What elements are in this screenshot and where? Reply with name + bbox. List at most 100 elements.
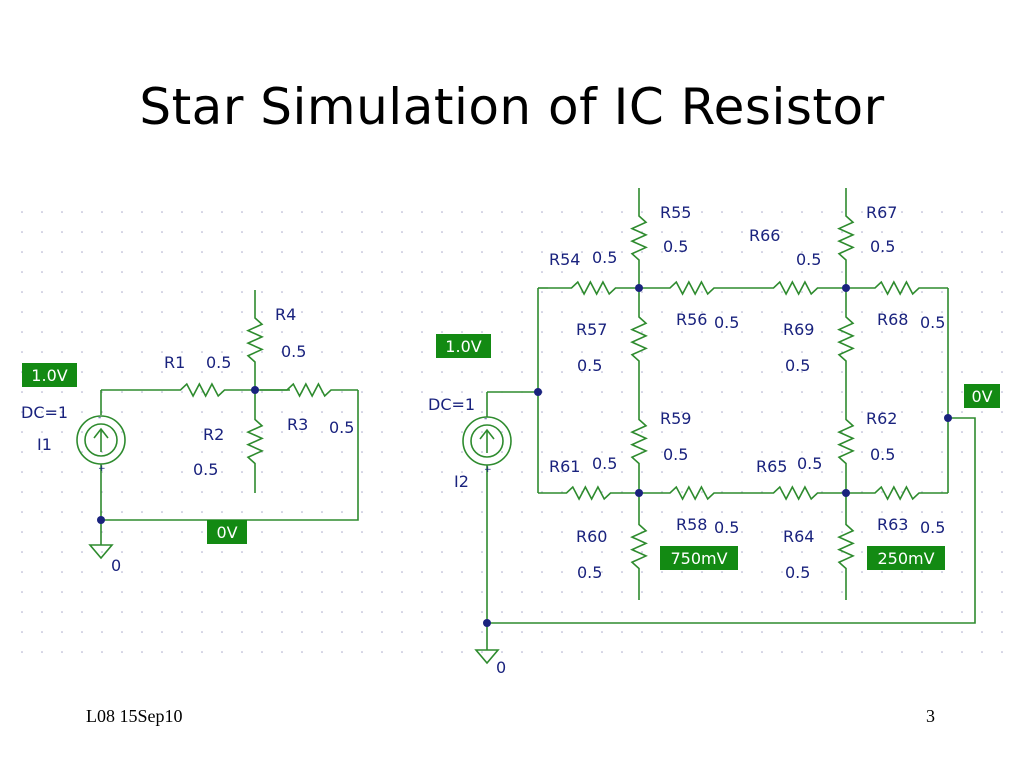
resistor-r60 <box>630 493 648 600</box>
resistor-r62-name: R62 <box>866 409 897 428</box>
resistor-r65-name: R65 <box>756 457 787 476</box>
junction-dot <box>635 284 643 292</box>
source-i1-name: I1 <box>37 435 52 454</box>
svg-text:250mV: 250mV <box>877 549 934 568</box>
resistor-r58-name: R58 <box>676 515 707 534</box>
junction-dot <box>97 516 105 524</box>
resistor-r3 <box>260 382 358 398</box>
resistor-r4-name: R4 <box>275 305 296 324</box>
wires <box>100 287 976 650</box>
ground-symbol-large <box>474 649 500 665</box>
resistor-r56 <box>639 280 745 296</box>
resistor-r59-name: R59 <box>660 409 691 428</box>
resistor-r68 <box>846 280 948 296</box>
resistor-r66-name: R66 <box>749 226 780 245</box>
resistor-r60-value: 0.5 <box>577 563 602 582</box>
resistor-r66 <box>745 280 846 296</box>
probe-large-source: 1.0V <box>436 334 491 358</box>
resistor-r62-value: 0.5 <box>870 445 895 464</box>
resistor-r55-name: R55 <box>660 203 691 222</box>
resistor-r66-value: 0.5 <box>796 250 821 269</box>
ground-label-large: 0 <box>496 658 506 677</box>
resistor-r1-value: 0.5 <box>206 353 231 372</box>
resistor-r68-name: R68 <box>877 310 908 329</box>
svg-text:1.0V: 1.0V <box>31 366 67 385</box>
source-i2-name: I2 <box>454 472 469 491</box>
current-sources: -+-+ <box>76 413 512 665</box>
resistor-r69-value: 0.5 <box>785 356 810 375</box>
svg-text:0V: 0V <box>216 523 237 542</box>
slide-title: Star Simulation of IC Resistor <box>139 78 885 136</box>
probe-large-250mv: 250mV <box>867 546 945 570</box>
resistor-r56-name: R56 <box>676 310 707 329</box>
resistor-r62 <box>837 390 855 493</box>
resistor-r2-value: 0.5 <box>193 460 218 479</box>
junction-dot <box>534 388 542 396</box>
resistor-r63-value: 0.5 <box>920 518 945 537</box>
schematic-grid <box>21 211 1003 653</box>
resistor-r60-name: R60 <box>576 527 607 546</box>
resistor-r68-value: 0.5 <box>920 313 945 332</box>
junction-dot <box>842 489 850 497</box>
svg-text:1.0V: 1.0V <box>445 337 481 356</box>
resistor-r64-name: R64 <box>783 527 814 546</box>
footer-date: L08 15Sep10 <box>86 706 183 726</box>
resistor-r61-value: 0.5 <box>592 454 617 473</box>
resistor-r57-value: 0.5 <box>577 356 602 375</box>
probe-small-bottom: 0V <box>207 520 247 544</box>
page-number: 3 <box>926 706 935 726</box>
resistor-r59 <box>630 390 648 493</box>
probe-large-right: 0V <box>964 384 1000 408</box>
svg-text:+: + <box>484 465 492 475</box>
svg-text:+: + <box>98 464 106 474</box>
resistor-r63 <box>846 485 948 501</box>
resistor-r57-name: R57 <box>576 320 607 339</box>
resistor-r2-name: R2 <box>203 425 224 444</box>
source-i1-param: DC=1 <box>21 403 68 422</box>
resistor-r61-name: R61 <box>549 457 580 476</box>
resistors <box>150 188 948 600</box>
svg-text:-: - <box>484 414 487 424</box>
junction-dot <box>635 489 643 497</box>
resistor-r57 <box>630 288 648 390</box>
current-source-i2: -+ <box>462 414 512 475</box>
resistor-r55-value: 0.5 <box>663 237 688 256</box>
resistor-r63-name: R63 <box>877 515 908 534</box>
resistor-r56-value: 0.5 <box>714 313 739 332</box>
resistor-r54-value: 0.5 <box>592 248 617 267</box>
resistor-r64-value: 0.5 <box>785 563 810 582</box>
resistor-r67-value: 0.5 <box>870 237 895 256</box>
junction-dots <box>97 284 952 627</box>
resistor-r3-name: R3 <box>287 415 308 434</box>
ground-label-small: 0 <box>111 556 121 575</box>
resistor-r69-name: R69 <box>783 320 814 339</box>
resistor-r55 <box>630 188 648 288</box>
wire-r3-return <box>101 390 359 521</box>
resistor-r67 <box>837 188 855 288</box>
resistor-r61 <box>538 485 639 501</box>
resistor-r4-value: 0.5 <box>281 342 306 361</box>
svg-text:0V: 0V <box>971 387 992 406</box>
resistor-r58 <box>639 485 745 501</box>
svg-text:-: - <box>98 413 101 423</box>
svg-text:750mV: 750mV <box>670 549 727 568</box>
resistor-r59-value: 0.5 <box>663 445 688 464</box>
junction-dot <box>251 386 259 394</box>
resistor-r69 <box>837 288 855 390</box>
junction-dot <box>842 284 850 292</box>
junction-dot <box>483 619 491 627</box>
resistor-r4 <box>246 290 264 390</box>
resistor-r58-value: 0.5 <box>714 518 739 537</box>
resistor-r2 <box>246 390 264 493</box>
resistor-r67-name: R67 <box>866 203 897 222</box>
resistor-r54 <box>548 280 639 296</box>
resistor-r54-name: R54 <box>549 250 580 269</box>
resistor-r1-name: R1 <box>164 353 185 372</box>
current-source-i1: -+ <box>76 413 126 474</box>
ground-symbol-small <box>88 544 114 560</box>
resistor-r65 <box>745 485 846 501</box>
resistor-r64 <box>837 493 855 600</box>
resistor-r65-value: 0.5 <box>797 454 822 473</box>
